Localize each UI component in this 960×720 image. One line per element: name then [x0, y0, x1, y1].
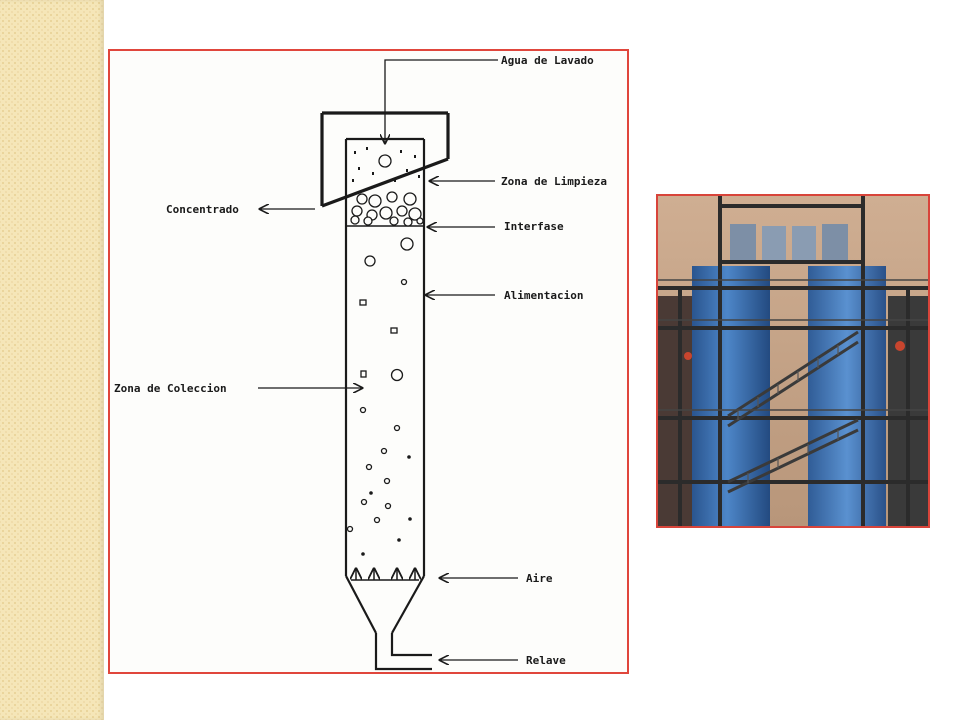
label-relave: Relave [526, 654, 566, 667]
collection-particles [346, 237, 414, 533]
froth-specks [352, 147, 420, 182]
plant-photo [656, 194, 930, 528]
column-body [344, 137, 432, 671]
label-concentrado: Concentrado [166, 203, 239, 216]
collection-dots [361, 455, 412, 556]
flotation-column-diagram: Agua de Lavado Zona de Limpieza Concentr… [108, 49, 629, 674]
label-alimentacion: Alimentacion [504, 289, 583, 302]
label-zona-de-limpieza: Zona de Limpieza [501, 175, 607, 188]
flotation-plant-illustration [658, 196, 928, 526]
label-agua-de-lavado: Agua de Lavado [501, 54, 594, 67]
label-zona-de-coleccion: Zona de Coleccion [114, 382, 227, 395]
label-interfase: Interfase [504, 220, 564, 233]
air-sparger [351, 569, 419, 581]
decorative-left-band [0, 0, 104, 720]
launder [320, 111, 450, 208]
leader-arrows [258, 59, 518, 660]
froth-bubbles [350, 154, 424, 227]
column-schematic: Agua de Lavado Zona de Limpieza Concentr… [114, 54, 607, 671]
label-aire: Aire [526, 572, 553, 585]
